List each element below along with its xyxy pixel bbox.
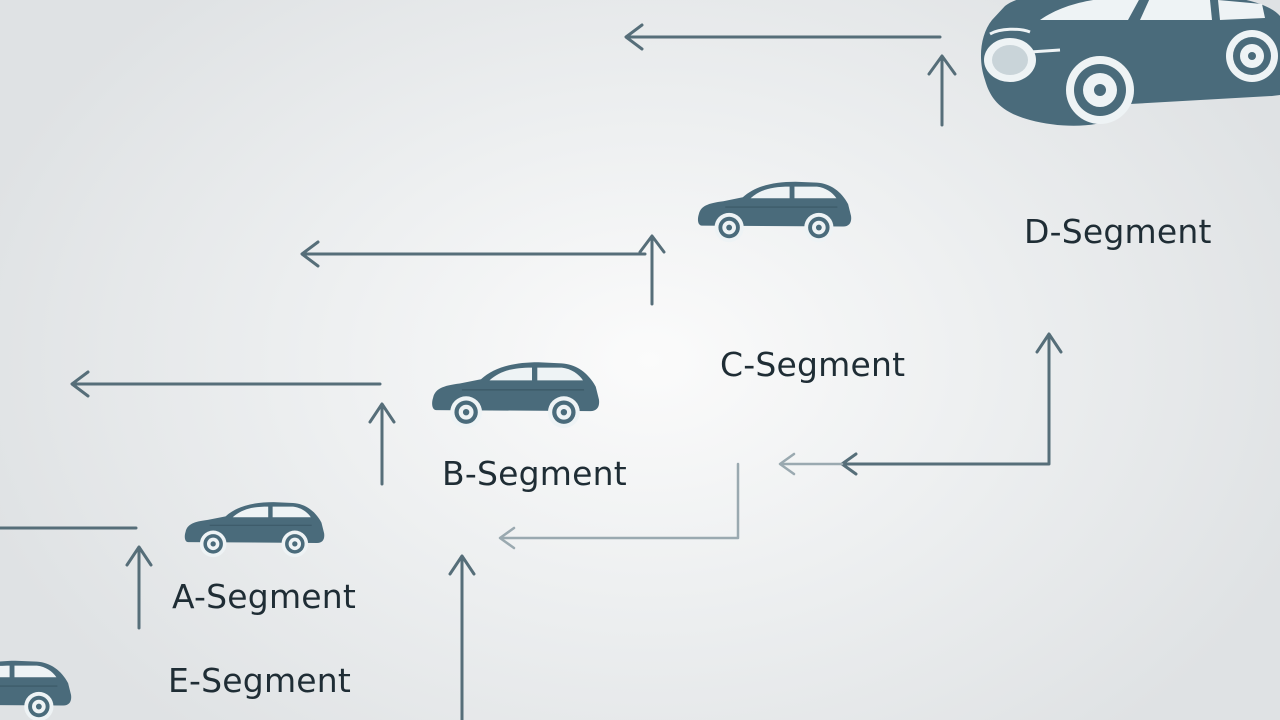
arrows-light bbox=[498, 452, 844, 550]
car-icon bbox=[431, 361, 600, 429]
arrow-left-icon bbox=[300, 240, 647, 268]
segment-label-c: C-Segment bbox=[720, 345, 906, 384]
arrow-up-icon bbox=[927, 54, 957, 127]
arrow-up-icon bbox=[125, 545, 153, 630]
segment-label-a: A-Segment bbox=[172, 577, 357, 616]
arrow-left-icon bbox=[498, 462, 740, 550]
arrow-left-icon bbox=[70, 370, 382, 398]
arrow-up-icon bbox=[638, 234, 666, 306]
arrow-up-icon bbox=[448, 554, 476, 720]
car-icon bbox=[981, 0, 1280, 126]
car-icon bbox=[697, 181, 852, 243]
arrow-up-icon bbox=[368, 402, 396, 486]
segment-label-d: D-Segment bbox=[1024, 212, 1212, 251]
car-icon bbox=[184, 501, 325, 558]
arrow-left-icon bbox=[778, 452, 844, 476]
arrow-left-icon bbox=[624, 23, 942, 51]
car-icon bbox=[0, 660, 72, 720]
arrow-up-icon bbox=[844, 332, 1063, 466]
segment-label-e: E-Segment bbox=[168, 661, 352, 700]
arrows-dark bbox=[0, 23, 1063, 720]
segment-label-b: B-Segment bbox=[442, 454, 627, 493]
